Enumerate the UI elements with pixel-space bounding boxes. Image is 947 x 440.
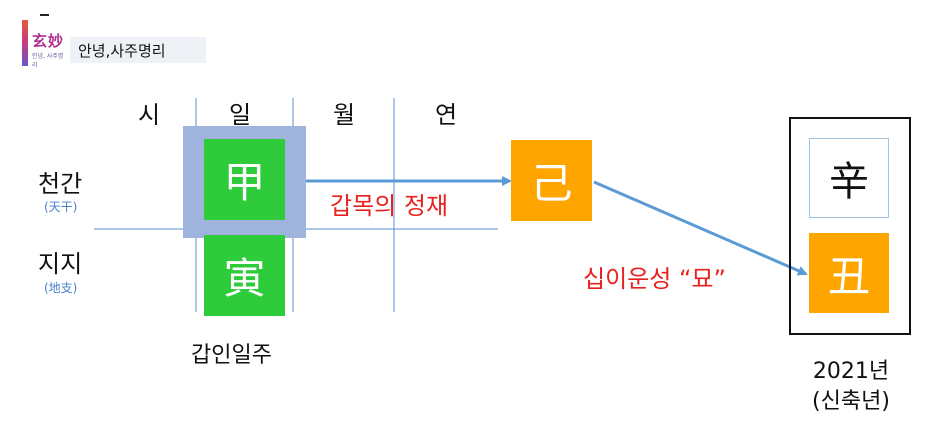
note-twelve-stages: 십이운성 “묘” [583,265,726,293]
logo-top-tick [40,14,49,16]
row-label-earthly-branch: 지지 [38,250,83,278]
row-sublabel-earthly-branch: (地支) [44,281,78,295]
row-label-heavenly-stem: 천간 [38,170,83,198]
pillar-caption: 갑인일주 [191,343,272,368]
year-stem-box: 己 [511,140,592,221]
note-jeongjae: 갑목의 정재 [330,192,449,220]
column-label-year: 연 [434,101,458,129]
column-label-hour: 시 [137,101,161,129]
header-title: 안녕,사주명리 [78,42,166,60]
year-2021-frame [789,117,911,335]
day-stem-box: 甲 [204,139,285,220]
target-branch-box: 丑 [809,233,889,313]
day-branch-box: 寅 [204,235,285,316]
target-stem-box: 辛 [809,138,889,218]
row-sublabel-heavenly-stem: (天干) [44,200,78,214]
logo: 玄妙 안녕, 사주명리 [22,20,68,69]
year-caption-line2: (신축년) [812,389,890,414]
header-bar [70,37,206,63]
logo-accent-bar [22,20,28,66]
year-caption-line1: 2021년 [812,359,890,384]
arrow-to-target-branch [593,180,808,276]
column-label-month: 월 [332,101,356,129]
logo-text: 玄妙 [32,32,65,50]
logo-subtext: 안녕, 사주명리 [32,53,64,69]
column-label-day: 일 [228,101,252,129]
